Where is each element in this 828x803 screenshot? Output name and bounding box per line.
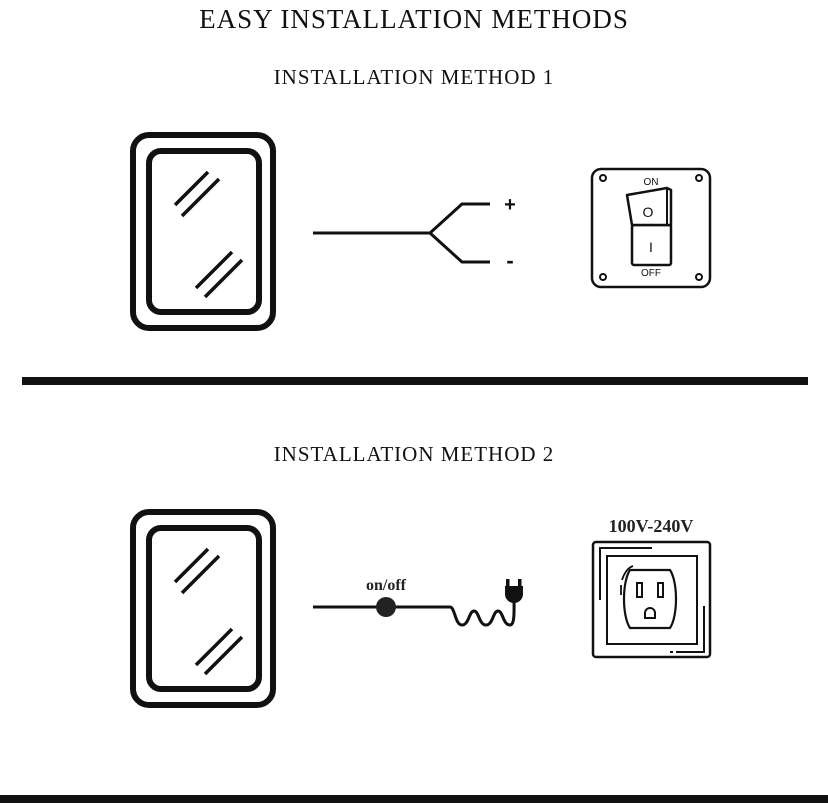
bottom-border: [0, 795, 828, 803]
ac-cord-with-switch-icon: [313, 579, 523, 627]
section-divider: [22, 377, 808, 385]
dc-wire-fork-icon: [313, 202, 490, 264]
wall-outlet-icon: [591, 540, 712, 659]
switch-on-label: ON: [644, 177, 659, 188]
method2-heading: INSTALLATION METHOD 2: [274, 442, 555, 466]
page-title: EASY INSTALLATION METHODS: [199, 4, 629, 34]
plus-terminal-label: +: [504, 194, 516, 216]
svg-text:O: O: [643, 204, 654, 220]
rocker-switch-icon: O I ON OFF: [590, 167, 712, 289]
mirror-icon: [130, 509, 276, 708]
minus-terminal-label: -: [506, 248, 513, 273]
mirror-icon: [130, 132, 276, 331]
svg-text:I: I: [649, 239, 653, 255]
on-off-label: on/off: [366, 577, 407, 594]
switch-off-label: OFF: [641, 268, 661, 279]
voltage-label: 100V-240V: [609, 516, 694, 536]
method1-heading: INSTALLATION METHOD 1: [274, 65, 555, 89]
